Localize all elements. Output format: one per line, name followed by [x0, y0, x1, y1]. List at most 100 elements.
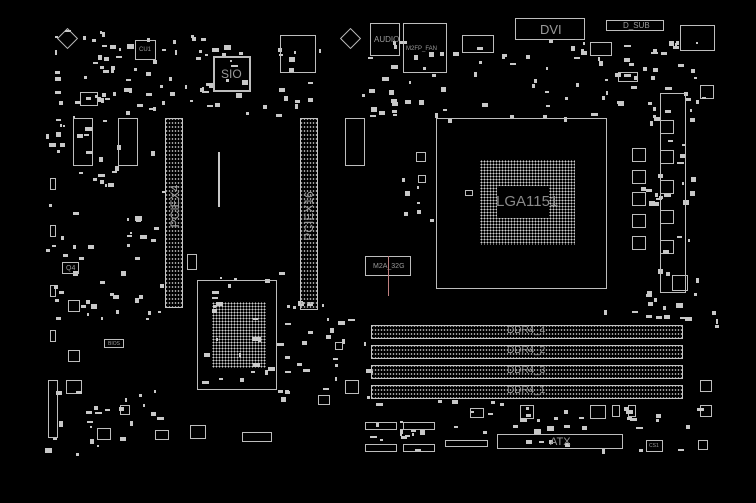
smd-pad [295, 104, 298, 109]
smd-pad [212, 297, 218, 299]
smd-pad [56, 132, 61, 137]
smd-pad [162, 49, 166, 51]
smd-pad [154, 390, 156, 393]
smd-pad [599, 61, 603, 66]
smd-pad [429, 52, 434, 57]
pciex4-slot[interactable] [165, 118, 183, 308]
smd-pad [135, 216, 142, 221]
smd-pad [220, 277, 222, 279]
pch-chip[interactable] [212, 302, 266, 368]
com-header[interactable] [118, 118, 138, 166]
smd-pad [126, 111, 130, 115]
smd-pad [319, 49, 321, 53]
cu1-chip[interactable]: CU1 [135, 40, 156, 60]
cpu-socket-outline[interactable] [436, 118, 607, 289]
smd-pad [143, 404, 145, 407]
smd-pad [265, 279, 270, 283]
fan-usb-connector[interactable]: M2FP_FAN [403, 23, 447, 73]
smd-pad [206, 83, 213, 86]
cs1-label: CS1 [649, 443, 659, 449]
ddr4-3-slot[interactable] [371, 365, 683, 379]
smd-pad [591, 113, 598, 116]
smd-pad [491, 401, 495, 404]
ddr4-1-slot[interactable] [371, 385, 683, 399]
usb-header[interactable] [365, 422, 397, 430]
dsub-connector[interactable]: D_SUB [606, 20, 664, 31]
smd-pad [697, 408, 704, 411]
mount-hole [56, 27, 79, 50]
smd-pad [63, 254, 68, 257]
component-outline [698, 440, 708, 450]
smd-pad [127, 235, 132, 237]
component-outline [700, 85, 714, 99]
component-outline [416, 152, 426, 162]
smd-pad [98, 55, 102, 60]
sio-chip[interactable]: SIO [213, 56, 251, 92]
smd-pad [76, 453, 79, 456]
bottom-header[interactable] [445, 440, 488, 447]
smd-pad [624, 58, 630, 62]
cs1-component[interactable]: CS1 [646, 440, 663, 452]
usb-header[interactable] [403, 422, 435, 430]
smd-pad [234, 278, 237, 281]
smd-pad [94, 406, 98, 410]
smd-pad [100, 31, 102, 34]
smd-pad [691, 177, 696, 182]
smd-pad [669, 41, 674, 46]
bios-label: BIOS [108, 341, 120, 347]
usb-header[interactable] [462, 35, 494, 53]
smd-pad [653, 115, 656, 118]
smd-pad [119, 48, 121, 51]
side-header[interactable] [48, 380, 58, 438]
q4-component[interactable]: Q4 [62, 262, 79, 274]
smd-pad [342, 339, 345, 344]
smd-pad [61, 236, 64, 240]
smd-pad [239, 52, 243, 55]
usb-header[interactable] [365, 444, 397, 452]
smd-pad [100, 66, 104, 69]
smd-pad [113, 92, 116, 96]
smd-pad [105, 409, 110, 411]
bios-chip[interactable]: BIOS [104, 339, 124, 348]
smd-pad [632, 311, 638, 313]
smd-pad [546, 67, 548, 70]
smd-pad [668, 140, 673, 142]
smd-pad [579, 417, 584, 419]
smd-pad [694, 77, 697, 79]
smd-pad [95, 412, 102, 414]
front-panel-header[interactable] [73, 118, 93, 166]
smd-pad [134, 68, 137, 71]
ddr4-4-slot[interactable] [371, 325, 683, 339]
smd-pad [85, 127, 92, 131]
smd-pad [130, 421, 133, 426]
cpu-socket-center [497, 186, 549, 218]
usb-header[interactable] [403, 444, 435, 452]
dvi-connector[interactable]: DVI [515, 18, 585, 40]
lan-connector[interactable] [680, 25, 715, 51]
smd-pad [646, 315, 652, 318]
smd-pad [676, 41, 679, 45]
atx-connector[interactable]: ATX [497, 434, 623, 449]
pciex16-slot[interactable] [300, 118, 318, 310]
smd-pad [308, 98, 313, 102]
smd-pad [400, 432, 402, 436]
smd-pad [308, 82, 313, 84]
smd-pad [162, 191, 166, 193]
ext-header[interactable] [345, 118, 365, 166]
ddr4-2-slot[interactable] [371, 345, 683, 359]
smd-pad [583, 42, 585, 45]
smd-pad [103, 70, 109, 73]
smd-pad [502, 54, 505, 59]
smd-pad [654, 298, 657, 302]
smd-pad [59, 424, 63, 427]
audio-connector[interactable]: AUDIO [370, 23, 400, 56]
smd-pad [659, 196, 663, 199]
smd-pad [364, 342, 366, 346]
bottom-header[interactable] [242, 432, 272, 442]
smd-pad [308, 331, 313, 334]
smd-pad [215, 103, 220, 107]
smd-pad [624, 45, 631, 47]
smd-pad [202, 91, 209, 93]
smd-pad [453, 52, 459, 56]
